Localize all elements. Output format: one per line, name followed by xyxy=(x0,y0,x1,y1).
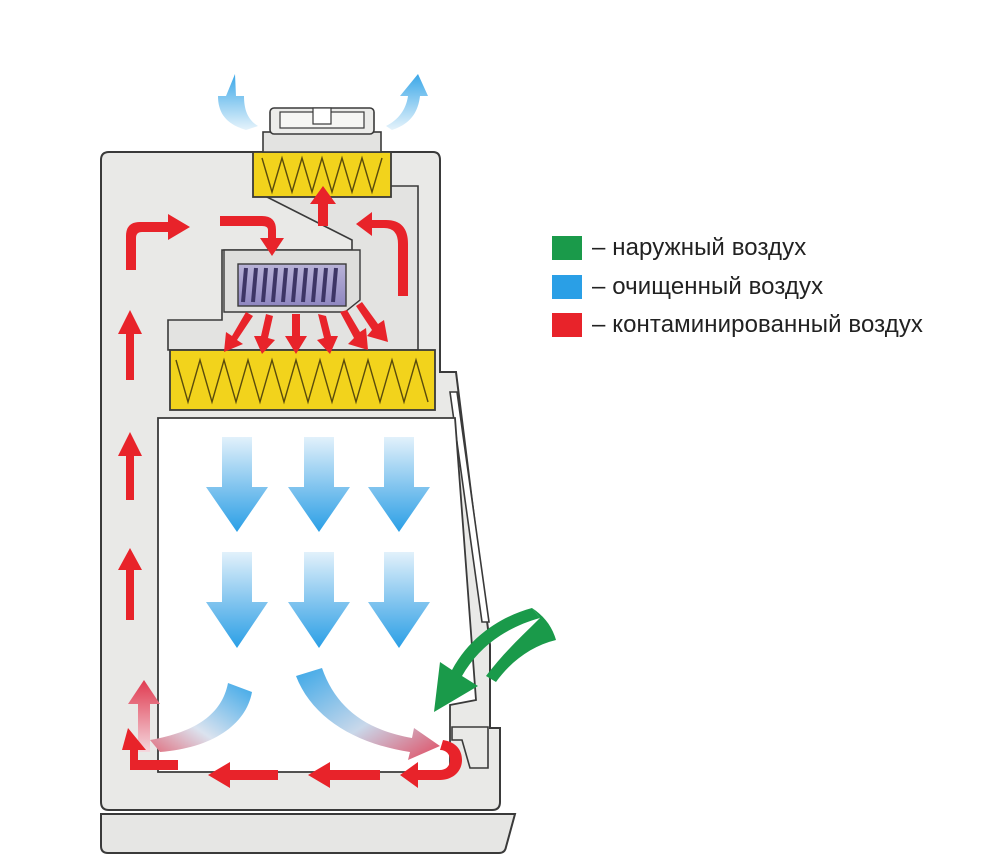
clean-exhaust-arrow-left xyxy=(218,74,258,130)
contaminated-arrow xyxy=(400,740,462,788)
curved-flow-to-front xyxy=(296,668,440,760)
contaminated-arrow xyxy=(126,214,190,270)
curved-flow-to-rear xyxy=(128,680,252,752)
clean-downflow-arrows xyxy=(206,437,430,648)
downflow-arrow xyxy=(288,437,350,532)
legend-label: – наружный воздух xyxy=(592,234,807,261)
fan-blades xyxy=(241,267,338,303)
legend-item-contaminated-air: – контаминированный воздух xyxy=(552,311,992,338)
downflow-arrow xyxy=(368,437,430,532)
legend-swatch xyxy=(552,274,582,299)
contaminated-arrow xyxy=(208,762,278,788)
front-grille xyxy=(451,726,489,769)
front-sash xyxy=(449,391,490,623)
contaminated-arrow xyxy=(220,216,284,256)
contaminated-air-arrows xyxy=(118,186,462,788)
blower-fan xyxy=(237,263,347,307)
legend-label: – контаминированный воздух xyxy=(592,311,924,338)
contaminated-arrow xyxy=(224,312,253,352)
contaminated-arrow xyxy=(310,186,336,226)
contaminated-arrow xyxy=(118,310,142,380)
cabinet-base xyxy=(100,813,517,854)
contaminated-arrow xyxy=(285,314,307,354)
legend: – наружный воздух – очищенный воздух – к… xyxy=(552,234,992,352)
downflow-arrow xyxy=(288,552,350,648)
legend-item-outside-air: – наружный воздух xyxy=(552,234,992,261)
contaminated-arrow xyxy=(122,728,178,770)
contaminated-arrow xyxy=(118,548,142,620)
contaminated-arrow xyxy=(254,314,275,354)
contaminated-arrow xyxy=(308,762,380,788)
rear-upflow-arrow xyxy=(128,680,160,752)
legend-swatch xyxy=(552,313,582,337)
supply-hepa-filter xyxy=(169,349,436,411)
legend-item-clean-air: – очищенный воздух xyxy=(552,272,992,300)
contaminated-arrow xyxy=(356,212,408,296)
contaminated-arrow xyxy=(340,310,368,350)
clean-exhaust-arrow-right xyxy=(386,74,428,130)
legend-label: – очищенный воздух xyxy=(592,272,824,300)
exhaust-collar xyxy=(262,107,382,153)
contaminated-arrow xyxy=(317,314,338,354)
legend-swatch xyxy=(552,236,582,260)
downflow-arrow xyxy=(368,552,430,648)
downflow-arrow xyxy=(206,437,268,532)
contaminated-arrow xyxy=(356,302,388,342)
contaminated-arrow xyxy=(118,432,142,500)
downflow-arrow xyxy=(206,552,268,648)
outside-air-inflow-arrow xyxy=(434,608,556,712)
